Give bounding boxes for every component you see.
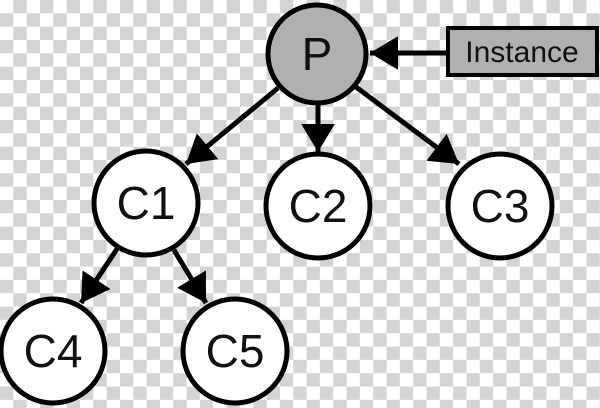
node-c3-label: C3 [471, 180, 530, 232]
node-c5 [180, 296, 290, 406]
node-c2-label: C2 [289, 180, 348, 232]
edge-c1-c5 [171, 248, 209, 305]
node-c4 [0, 296, 108, 406]
node-c5-label: C5 [206, 325, 265, 377]
node-c3 [445, 151, 555, 261]
instance-label: Instance [465, 36, 578, 69]
node-c2 [263, 151, 373, 261]
edge-p-c1 [184, 86, 280, 166]
edge-p-c3 [354, 84, 461, 167]
instance-box [446, 26, 599, 77]
node-c1-label: C1 [117, 177, 176, 229]
node-c4-label: C4 [24, 325, 83, 377]
edge-c1-c4 [78, 247, 120, 305]
node-p [265, 2, 369, 106]
node-p-label: P [302, 28, 333, 80]
node-c1 [91, 148, 201, 258]
